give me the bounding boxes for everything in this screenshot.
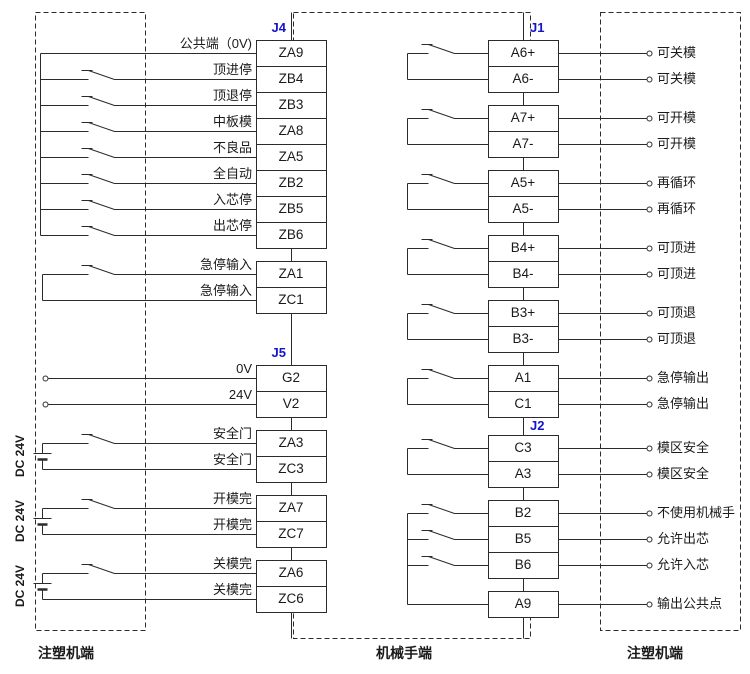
j5-input-wires [33, 375, 257, 600]
right-signal-13: 模区安全 [657, 466, 710, 481]
j1-contact-wires [407, 44, 489, 405]
right-signal-17: 输出公共点 [657, 596, 723, 611]
left-signal-0: 公共端（0V) [179, 36, 252, 51]
terminal-za8: ZA8 [278, 123, 304, 138]
terminal-b2: B2 [514, 505, 532, 520]
left-signal-3: 中板模 [212, 114, 252, 129]
connector-label-j1: J1 [530, 20, 545, 35]
right-signal-1: 可关模 [657, 71, 697, 86]
left-signal-4: 不良品 [212, 140, 252, 155]
terminal-zc7: ZC7 [278, 526, 304, 541]
j2-contact-wires [407, 439, 489, 605]
connector-label-j2: J2 [530, 418, 545, 433]
right-output-wires [558, 50, 653, 608]
left-signal-13: 安全门 [212, 452, 252, 467]
right-signal-14: 不使用机械手 [657, 505, 736, 520]
terminal-a7m: A7- [512, 136, 534, 151]
left-machine-boundary-box [35, 12, 146, 631]
right-signal-6: 可顶进 [657, 240, 697, 255]
left-signal-9: 急停输入 [199, 283, 252, 298]
left-signal-14: 开模完 [212, 491, 252, 506]
terminal-c1: C1 [514, 396, 532, 411]
right-signal-16: 允许入芯 [657, 557, 710, 572]
terminal-b5: B5 [514, 531, 532, 546]
dc-supply-label-2: DC 24V [13, 564, 27, 608]
terminal-g2: G2 [281, 370, 300, 385]
j4-input-wires [40, 53, 257, 301]
dc-supply-label-0: DC 24V [13, 434, 27, 478]
terminal-za6: ZA6 [278, 565, 304, 580]
right-signal-8: 可顶退 [657, 305, 697, 320]
left-signal-11: 24V [228, 387, 252, 402]
terminal-zb6: ZB6 [278, 227, 304, 242]
terminal-zc6: ZC6 [278, 591, 304, 606]
left-signal-5: 全自动 [212, 166, 252, 181]
terminal-v2: V2 [282, 396, 300, 411]
dc-supply-label-1: DC 24V [13, 499, 27, 543]
terminal-a6m: A6- [512, 71, 534, 86]
terminal-a5p: A5+ [510, 175, 536, 190]
right-signal-9: 可顶退 [657, 331, 697, 346]
terminal-zb4: ZB4 [278, 71, 304, 86]
terminal-zc1: ZC1 [278, 292, 304, 307]
footer-right-machine: 注塑机端 [627, 645, 683, 661]
left-signal-8: 急停输入 [199, 257, 252, 272]
terminal-zc3: ZC3 [278, 461, 304, 476]
left-signal-2: 顶退停 [212, 88, 252, 103]
terminal-b6: B6 [514, 557, 532, 572]
terminal-zb2: ZB2 [278, 175, 304, 190]
left-signal-10: 0V [236, 361, 252, 376]
terminal-a5m: A5- [512, 201, 534, 216]
right-signal-7: 可顶进 [657, 266, 697, 281]
connector-label-j4: J4 [271, 20, 286, 35]
footer-left-machine: 注塑机端 [38, 645, 94, 661]
left-signal-6: 入芯停 [212, 192, 252, 207]
terminal-b4m: B4- [512, 266, 534, 281]
left-signal-16: 关模完 [212, 556, 252, 571]
terminal-b4p: B4+ [510, 240, 536, 255]
left-signal-12: 安全门 [212, 426, 252, 441]
right-signal-10: 急停输出 [657, 370, 710, 385]
terminal-b3m: B3- [512, 331, 534, 346]
terminal-a9: A9 [514, 596, 532, 611]
terminal-a1: A1 [514, 370, 532, 385]
right-signal-15: 允许出芯 [657, 531, 710, 546]
terminal-za9: ZA9 [278, 45, 304, 60]
right-signal-2: 可开模 [657, 110, 697, 125]
right-signal-3: 可开模 [657, 136, 697, 151]
terminal-za1: ZA1 [278, 266, 304, 281]
right-signal-12: 模区安全 [657, 440, 710, 455]
left-signal-7: 出芯停 [212, 218, 252, 233]
right-signal-5: 再循环 [657, 201, 697, 216]
terminal-za7: ZA7 [278, 500, 304, 515]
terminal-a6p: A6+ [510, 45, 536, 60]
right-signal-4: 再循环 [657, 175, 697, 190]
left-signal-15: 开模完 [212, 517, 252, 532]
right-machine-boundary-box [600, 12, 741, 631]
terminal-c3: C3 [514, 440, 532, 455]
connector-label-j5: J5 [271, 345, 286, 360]
terminal-blocks [256, 40, 559, 618]
terminal-b3p: B3+ [510, 305, 536, 320]
right-signal-11: 急停输出 [657, 396, 710, 411]
terminal-a7p: A7+ [510, 110, 536, 125]
left-signal-1: 顶进停 [212, 62, 252, 77]
right-signal-0: 可关模 [657, 45, 697, 60]
terminal-zb5: ZB5 [278, 201, 304, 216]
terminal-za3: ZA3 [278, 435, 304, 450]
left-signal-17: 关模完 [212, 582, 252, 597]
footer-robot: 机械手端 [376, 645, 432, 661]
terminal-zb3: ZB3 [278, 97, 304, 112]
terminal-a3: A3 [514, 466, 532, 481]
terminal-za5: ZA5 [278, 149, 304, 164]
